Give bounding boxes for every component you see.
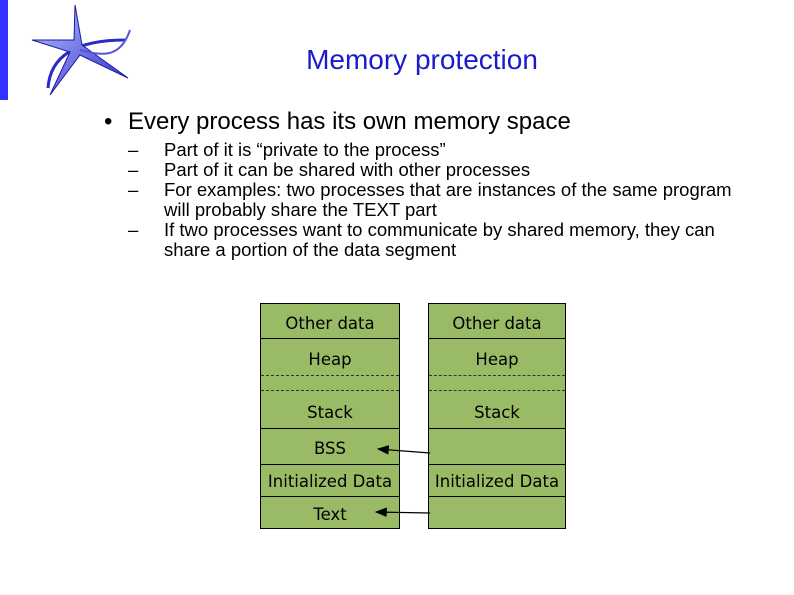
segment-stack: Stack: [307, 403, 353, 422]
segment-bss: BSS: [314, 439, 346, 458]
segment-divider: [429, 338, 565, 339]
sub-bullet-text: Part of it is “private to the process”: [164, 139, 446, 160]
process-a-memory: Other data Heap Stack BSS Initialized Da…: [260, 303, 400, 529]
star-logo-icon: [31, 4, 131, 96]
bullet-dash: –: [128, 159, 139, 180]
bullet-dash: –: [128, 179, 139, 200]
sub-bullet-text: Part of it can be shared with other proc…: [164, 159, 531, 180]
segment-divider: [261, 428, 399, 429]
segment-heap: Heap: [475, 350, 519, 369]
segment-divider: [429, 428, 565, 429]
heap-boundary: [429, 375, 565, 376]
bullet-dot: •: [104, 108, 113, 135]
segment-initialized-data: Initialized Data: [267, 472, 393, 491]
sub-bullet: – If two processes want to communicate b…: [128, 220, 748, 260]
sub-bullet-list: – Part of it is “private to the process”…: [128, 140, 748, 260]
brand-color-bar: [0, 0, 8, 100]
segment-other-data: Other data: [285, 314, 375, 333]
segment-divider: [429, 464, 565, 465]
bullet-dash: –: [128, 139, 139, 160]
sub-bullet-text: For examples: two processes that are ins…: [164, 179, 732, 220]
segment-divider: [429, 496, 565, 497]
sub-bullet-text: If two processes want to communicate by …: [164, 219, 715, 260]
segment-heap: Heap: [308, 350, 352, 369]
segment-other-data: Other data: [452, 314, 542, 333]
sub-bullet: – Part of it can be shared with other pr…: [128, 160, 748, 180]
segment-stack: Stack: [474, 403, 520, 422]
bullet-dash: –: [128, 219, 139, 240]
stack-boundary: [429, 390, 565, 391]
main-bullet-text: Every process has its own memory space: [128, 108, 571, 135]
process-b-memory: Other data Heap Stack Initialized Data: [428, 303, 566, 529]
segment-divider: [261, 464, 399, 465]
segment-initialized-data: Initialized Data: [434, 472, 560, 491]
sub-bullet: – Part of it is “private to the process”: [128, 140, 748, 160]
sub-bullet: – For examples: two processes that are i…: [128, 180, 748, 220]
segment-text: Text: [313, 505, 347, 524]
segment-divider: [261, 496, 399, 497]
heap-boundary: [261, 375, 399, 376]
segment-divider: [261, 338, 399, 339]
stack-boundary: [261, 390, 399, 391]
slide-title: Memory protection: [306, 44, 538, 75]
